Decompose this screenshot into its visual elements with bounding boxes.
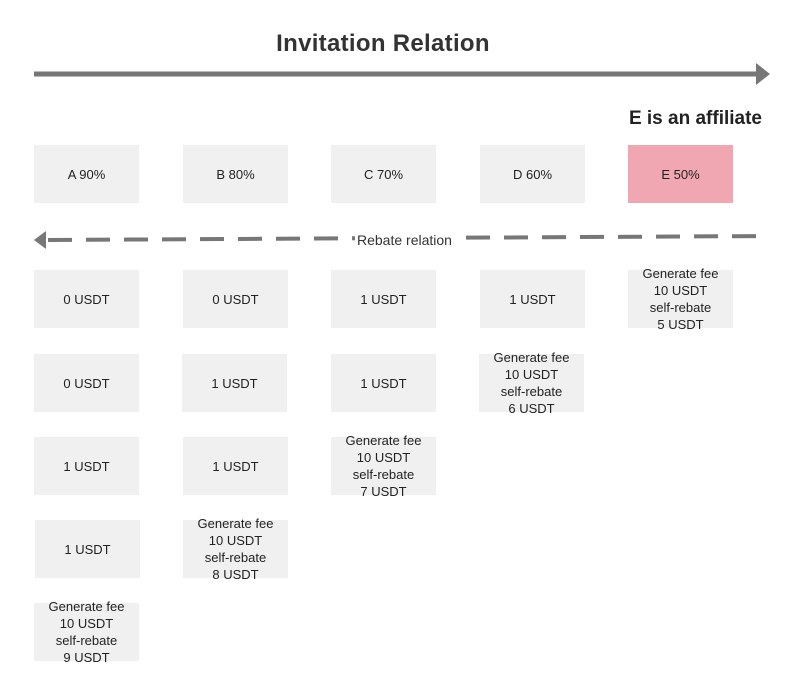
fee-cell-b: Generate fee 10 USDT self-rebate 8 USDT bbox=[183, 516, 288, 582]
rebate-cell-b-1: 0 USDT bbox=[183, 270, 288, 328]
fee-line-1: Generate fee bbox=[197, 516, 274, 531]
fee-cell-a: Generate fee 10 USDT self-rebate 9 USDT bbox=[34, 599, 139, 665]
invitation-arrow-head bbox=[756, 63, 770, 85]
fee-cell-c: Generate fee 10 USDT self-rebate 7 USDT bbox=[331, 433, 436, 499]
rebate-cell-c-1: 1 USDT bbox=[331, 270, 436, 328]
rebate-cell-a-3: 1 USDT bbox=[34, 437, 139, 495]
rebate-cell-d-1: 1 USDT bbox=[480, 270, 585, 328]
fee-cell-d: Generate fee 10 USDT self-rebate 6 USDT bbox=[479, 350, 584, 416]
fee-line-2: 10 USDT bbox=[504, 367, 559, 382]
affiliate-note: E is an affiliate bbox=[628, 108, 762, 129]
fee-line-4: 5 USDT bbox=[657, 317, 704, 332]
fee-line-2: 10 USDT bbox=[59, 616, 114, 631]
fee-line-2: 10 USDT bbox=[653, 283, 708, 298]
rebate-cell-b-3: 1 USDT bbox=[183, 437, 288, 495]
member-a: A 90% bbox=[34, 145, 139, 203]
fee-line-3: self-rebate bbox=[649, 300, 712, 315]
fee-line-4: 9 USDT bbox=[63, 650, 110, 665]
fee-cell-e: Generate fee 10 USDT self-rebate 5 USDT bbox=[628, 266, 733, 332]
fee-line-3: self-rebate bbox=[500, 384, 563, 399]
rebate-cell-b-2: 1 USDT bbox=[182, 354, 287, 412]
diagram-title: Invitation Relation bbox=[276, 30, 490, 57]
fee-line-3: self-rebate bbox=[352, 467, 415, 482]
rebate-cell-a-1: 0 USDT bbox=[34, 270, 139, 328]
member-d: D 60% bbox=[480, 145, 585, 203]
rebate-cell-a-2: 0 USDT bbox=[34, 354, 139, 412]
fee-line-1: Generate fee bbox=[642, 266, 719, 281]
member-c: C 70% bbox=[331, 145, 436, 203]
fee-line-2: 10 USDT bbox=[356, 450, 411, 465]
member-e: E 50% bbox=[628, 145, 733, 203]
rebate-cell-a-4: 1 USDT bbox=[35, 520, 140, 578]
fee-line-2: 10 USDT bbox=[208, 533, 263, 548]
fee-line-4: 7 USDT bbox=[360, 484, 407, 499]
rebate-relation-label: Rebate relation bbox=[355, 231, 454, 249]
rebate-cell-c-2: 1 USDT bbox=[331, 354, 436, 412]
rebate-arrow-head bbox=[34, 231, 46, 249]
fee-line-1: Generate fee bbox=[345, 433, 422, 448]
fee-line-3: self-rebate bbox=[204, 550, 267, 565]
fee-line-1: Generate fee bbox=[48, 599, 125, 614]
member-b: B 80% bbox=[183, 145, 288, 203]
fee-line-1: Generate fee bbox=[493, 350, 570, 365]
fee-line-3: self-rebate bbox=[55, 633, 118, 648]
fee-line-4: 8 USDT bbox=[212, 567, 259, 582]
fee-line-4: 6 USDT bbox=[508, 401, 555, 416]
